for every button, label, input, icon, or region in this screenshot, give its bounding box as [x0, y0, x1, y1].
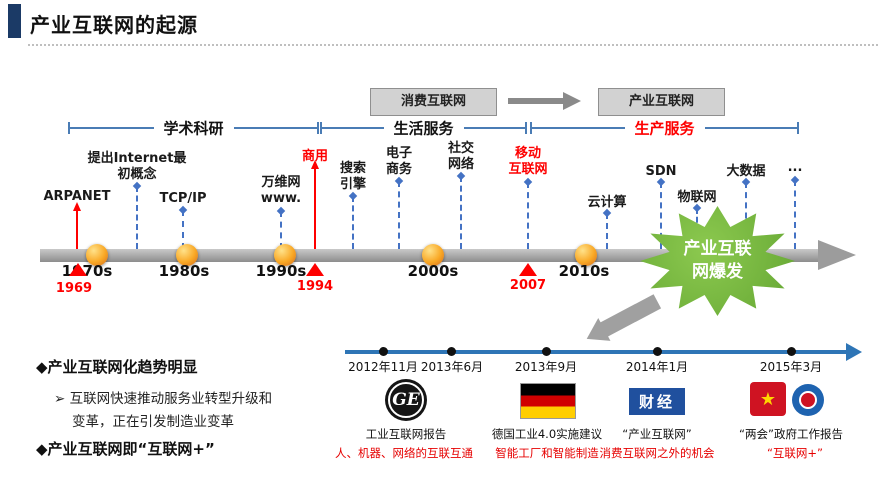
event-label-iot: 物联网: [677, 190, 717, 205]
insight-point-1: ◆产业互联网化趋势明显: [36, 358, 198, 376]
event-line: [311, 160, 319, 249]
event-line: [280, 211, 282, 249]
sub-timeline-dot: [542, 347, 551, 356]
event-line: [794, 180, 796, 249]
sub-date: 2014年1月: [625, 360, 689, 374]
event-label-ecommerce: 电子 商务: [385, 146, 413, 177]
sub-timeline-dot: [379, 347, 388, 356]
burst-industry-internet-explosion: 产业互联 网爆发: [640, 206, 795, 316]
milestone-year: 1969: [55, 281, 93, 296]
event-label-commercial: 商用: [301, 149, 329, 164]
event-label-mobile-internet: 移动 互联网: [508, 146, 548, 177]
event-line: [660, 182, 662, 249]
event-line: [745, 182, 747, 249]
timeline-node-1970s: [86, 244, 108, 266]
caijing-wordmark: 财经: [638, 393, 675, 411]
industry-internet-box: 产业互联网: [598, 88, 725, 116]
event-label-tcpip: TCP/IP: [159, 191, 207, 206]
insight-detail-1: ➢ 互联网快速推动服务业转型升级和: [54, 391, 273, 407]
event-label-www: 万维网 www.: [260, 175, 302, 206]
event-line: [460, 176, 462, 249]
phase-bracket-production-services: 生产服务: [530, 117, 799, 139]
event-label-ellipsis: ...: [787, 160, 803, 175]
event-label-social-network: 社交 网络: [447, 141, 475, 172]
phase-label: 学术科研: [153, 117, 234, 139]
item-note: 智能工厂和智能制造: [495, 446, 599, 460]
item-caption: “产业互联网”: [622, 427, 692, 441]
timeline-arrow-head-icon: [818, 240, 856, 270]
event-line: [606, 213, 608, 249]
timeline-node-2010s: [575, 244, 597, 266]
phase-label: 生活服务: [383, 117, 464, 139]
sub-date: 2012年11月: [348, 360, 418, 374]
sub-timeline-dot: [787, 347, 796, 356]
event-line: [398, 181, 400, 249]
phase-bracket-life-services: 生活服务: [320, 117, 527, 139]
item-caption: 德国工业4.0实施建议: [491, 427, 603, 441]
sub-timeline-bar: [345, 350, 848, 354]
item-note: 人、机器、网络的互联互通: [335, 446, 473, 460]
page-title: 产业互联网的起源: [30, 13, 198, 37]
consumer-internet-box: 消费互联网: [370, 88, 497, 116]
event-label-internet-concept: 提出Internet最 初概念: [87, 151, 187, 182]
decade-label: 1980s: [158, 262, 210, 280]
sub-timeline-dot: [653, 347, 662, 356]
emblem-star: ★: [759, 388, 777, 410]
flow-arrow: [508, 98, 563, 104]
sub-timeline-arrow-head-icon: [846, 343, 862, 361]
milestone-year: 2007: [509, 278, 547, 293]
event-line: [136, 186, 138, 249]
title-accent-bar: [8, 4, 21, 38]
timeline-node-2000s: [422, 244, 444, 266]
german-flag-icon: [520, 383, 576, 419]
event-label-search-engine: 搜索 引擎: [339, 161, 367, 192]
item-note: 消费互联网之外的机会: [599, 446, 715, 460]
event-label-sdn: SDN: [645, 164, 677, 179]
ge-monogram: GE: [392, 390, 420, 410]
sub-date: 2013年6月: [420, 360, 484, 374]
event-line: [527, 182, 529, 249]
milestone-marker-1969: [69, 263, 87, 276]
title-divider: [28, 44, 878, 46]
decade-label: 2010s: [558, 262, 610, 280]
timeline-node-1990s: [274, 244, 296, 266]
caijing-logo-icon: 财经: [629, 388, 685, 415]
milestone-year: 1994: [296, 279, 334, 294]
phase-label: 生产服务: [624, 117, 705, 139]
insight-point-2: ◆产业互联网即“互联网+”: [36, 440, 215, 458]
arrow-shaft: [598, 294, 662, 338]
sub-timeline-dot: [447, 347, 456, 356]
event-label-arpanet: ARPANET: [43, 189, 111, 204]
event-line: [73, 202, 81, 249]
event-line: [352, 196, 354, 249]
milestone-marker-1994: [306, 263, 324, 276]
item-caption: 工业互联网报告: [365, 427, 447, 441]
sub-date: 2015年3月: [759, 360, 823, 374]
insight-detail-2: 变革，正在引发制造业变革: [72, 414, 234, 430]
event-label-cloud-computing: 云计算: [587, 195, 627, 210]
ge-logo-icon: GE: [385, 379, 427, 421]
phase-bracket-academic: 学术科研: [68, 117, 319, 139]
event-line: [182, 210, 184, 249]
national-emblem-icon: ★: [750, 382, 786, 416]
decade-label: 1990s: [255, 262, 307, 280]
item-caption: “两会”政府工作报告: [739, 427, 843, 441]
down-left-arrow-icon: [580, 294, 663, 351]
item-note: “互联网+”: [766, 446, 824, 460]
timeline-node-1980s: [176, 244, 198, 266]
milestone-marker-2007: [519, 263, 537, 276]
sub-date: 2013年9月: [514, 360, 578, 374]
event-label-big-data: 大数据: [726, 164, 766, 179]
decade-label: 2000s: [407, 262, 459, 280]
cppcc-emblem-icon: [792, 384, 824, 416]
flow-arrow-head-icon: [563, 92, 581, 110]
